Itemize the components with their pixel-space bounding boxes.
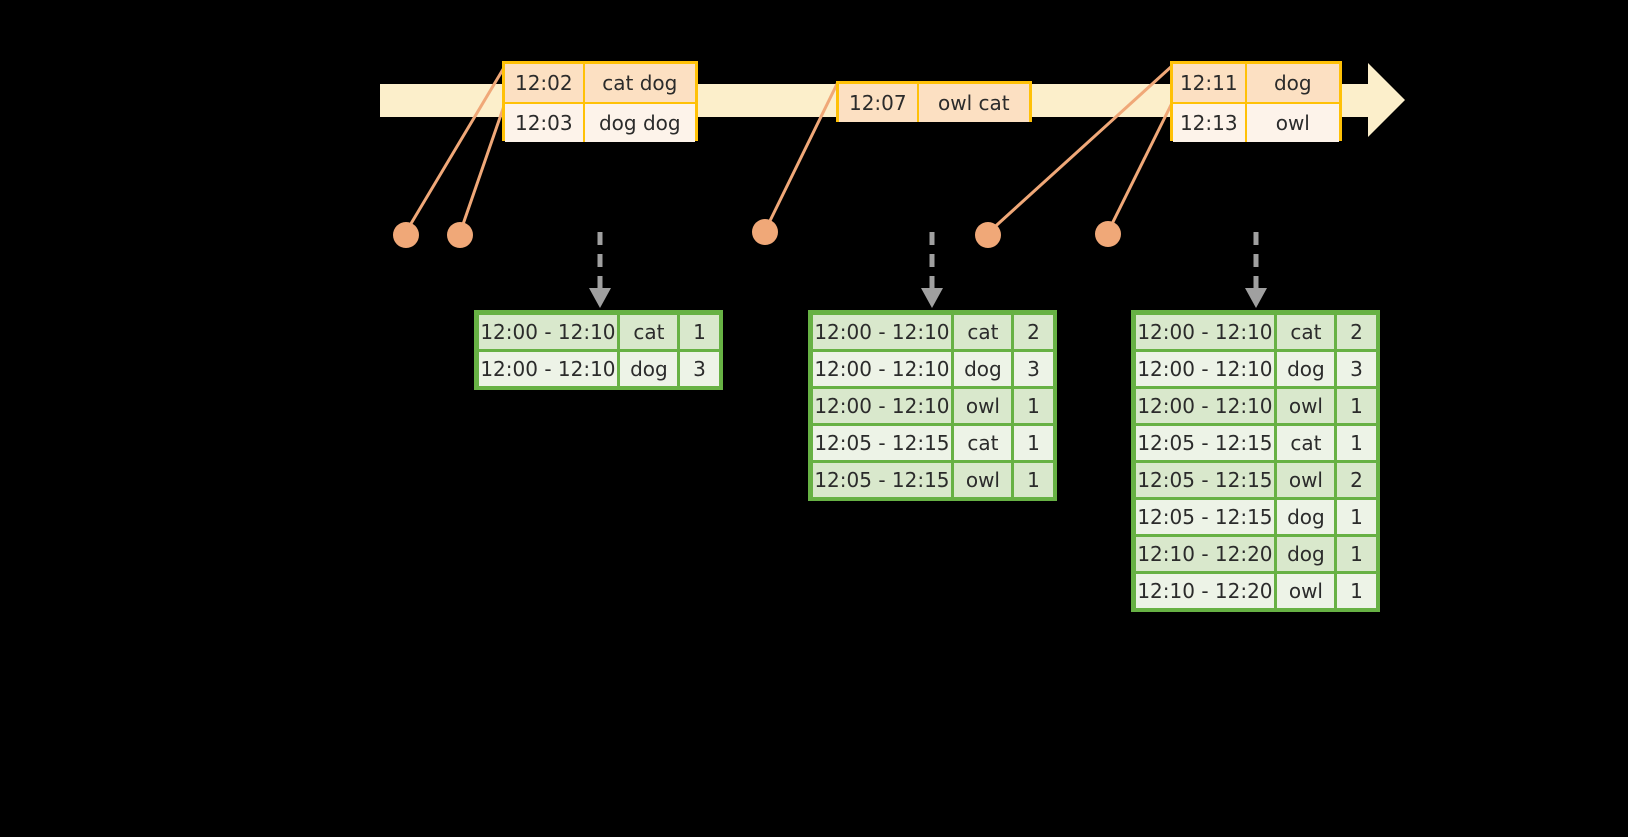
flow-arrow-3 <box>1245 232 1267 308</box>
cell-count: 1 <box>1337 573 1376 608</box>
cell-window: 12:00 - 12:10 <box>812 314 952 349</box>
connector-line-2 <box>458 102 507 234</box>
cell-count: 2 <box>1337 314 1376 349</box>
timeline-arrowhead <box>1368 63 1405 137</box>
cell-word: owl <box>1277 462 1335 497</box>
event-text: dog <box>1246 64 1339 102</box>
cell-word: owl <box>1277 573 1335 608</box>
cell-word: cat <box>620 314 678 349</box>
cell-window: 12:00 - 12:10 <box>478 314 618 349</box>
event-time: 12:11 <box>1173 64 1247 102</box>
event-time: 12:02 <box>505 64 585 102</box>
cell-word: cat <box>954 425 1012 460</box>
event-row: 12:07 owl cat <box>839 84 1029 122</box>
cell-word: owl <box>954 462 1012 497</box>
cell-window: 12:00 - 12:10 <box>1135 351 1275 386</box>
event-dot-1 <box>393 222 419 248</box>
event-group-2[interactable]: 12:07 owl cat <box>836 81 1032 122</box>
cell-count: 1 <box>1337 536 1376 571</box>
event-time: 12:03 <box>505 104 585 142</box>
flow-arrow-2 <box>921 232 943 308</box>
event-text: owl <box>1246 104 1339 142</box>
cell-count: 1 <box>1014 462 1053 497</box>
cell-window: 12:00 - 12:10 <box>812 351 952 386</box>
cell-word: dog <box>620 351 678 386</box>
cell-word: dog <box>1277 536 1335 571</box>
cell-window: 12:10 - 12:20 <box>1135 573 1275 608</box>
event-row: 12:11 dog <box>1173 64 1339 102</box>
cell-word: owl <box>954 388 1012 423</box>
cell-count: 1 <box>1014 388 1053 423</box>
event-group-3[interactable]: 12:11 dog 12:13 owl <box>1170 61 1342 142</box>
event-dot-4 <box>975 222 1001 248</box>
cell-word: dog <box>954 351 1012 386</box>
cell-count: 3 <box>1014 351 1053 386</box>
cell-word: dog <box>1277 499 1335 534</box>
event-group-1[interactable]: 12:02 cat dog 12:03 dog dog <box>502 61 698 142</box>
cell-count: 2 <box>1337 462 1376 497</box>
connector-line-5 <box>1106 102 1174 233</box>
cell-window: 12:00 - 12:10 <box>812 388 952 423</box>
cell-window: 12:05 - 12:15 <box>1135 462 1275 497</box>
event-row: 12:13 owl <box>1173 102 1339 142</box>
event-time: 12:07 <box>839 84 919 122</box>
cell-count: 3 <box>680 351 719 386</box>
cell-window: 12:05 - 12:15 <box>812 425 952 460</box>
cell-count: 1 <box>1337 388 1376 423</box>
cell-count: 1 <box>1337 425 1376 460</box>
event-dot-3 <box>752 219 778 245</box>
event-text: owl cat <box>918 84 1029 122</box>
cell-count: 2 <box>1014 314 1053 349</box>
cell-word: cat <box>1277 314 1335 349</box>
cell-word: cat <box>1277 425 1335 460</box>
event-row: 12:02 cat dog <box>505 64 695 102</box>
cell-window: 12:00 - 12:10 <box>478 351 618 386</box>
cell-count: 1 <box>1014 425 1053 460</box>
event-dot-5 <box>1095 221 1121 247</box>
cell-window: 12:05 - 12:15 <box>1135 425 1275 460</box>
cell-window: 12:00 - 12:10 <box>1135 314 1275 349</box>
flow-arrow-1 <box>589 232 611 308</box>
cell-window: 12:05 - 12:15 <box>1135 499 1275 534</box>
event-text: cat dog <box>584 64 695 102</box>
cell-window: 12:05 - 12:15 <box>812 462 952 497</box>
event-time: 12:13 <box>1173 104 1247 142</box>
cell-window: 12:10 - 12:20 <box>1135 536 1275 571</box>
event-text: dog dog <box>584 104 695 142</box>
cell-word: owl <box>1277 388 1335 423</box>
cell-count: 1 <box>1337 499 1376 534</box>
cell-window: 12:00 - 12:10 <box>1135 388 1275 423</box>
event-row: 12:03 dog dog <box>505 102 695 142</box>
cell-word: cat <box>954 314 1012 349</box>
event-dot-2 <box>447 222 473 248</box>
cell-word: dog <box>1277 351 1335 386</box>
cell-count: 1 <box>680 314 719 349</box>
cell-count: 3 <box>1337 351 1376 386</box>
